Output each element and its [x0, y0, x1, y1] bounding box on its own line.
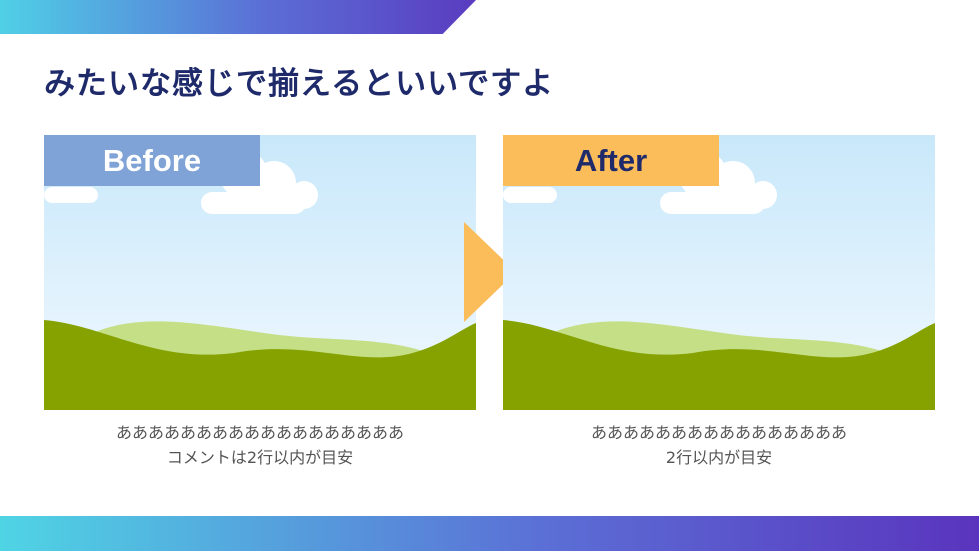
after-caption-line1: ああああああああああああああああ	[590, 423, 847, 442]
after-label: After	[503, 135, 719, 186]
after-caption-line2: 2行以内が目安	[665, 448, 773, 467]
before-label: Before	[44, 135, 260, 186]
dark-hill	[503, 320, 935, 410]
before-caption: ああああああああああああああああああ コメントは2行以内が目安	[44, 420, 476, 470]
before-image-panel: Before	[44, 135, 476, 410]
dark-hill	[44, 320, 476, 410]
bottom-gradient-bar	[0, 516, 979, 551]
after-image-panel: After	[503, 135, 935, 410]
cloud-left-icon	[503, 187, 557, 203]
page-title: みたいな感じで揃えるといいですよ	[44, 66, 555, 102]
after-caption: ああああああああああああああああ 2行以内が目安	[503, 420, 935, 470]
before-caption-line1: ああああああああああああああああああ	[115, 423, 404, 442]
top-gradient-bar	[0, 0, 476, 34]
after-landscape-illustration	[503, 135, 935, 410]
cloud-left-icon	[44, 187, 98, 203]
triangle-right-arrow-icon	[464, 222, 516, 322]
before-landscape-illustration	[44, 135, 476, 410]
before-caption-line2: コメントは2行以内が目安	[166, 448, 354, 467]
